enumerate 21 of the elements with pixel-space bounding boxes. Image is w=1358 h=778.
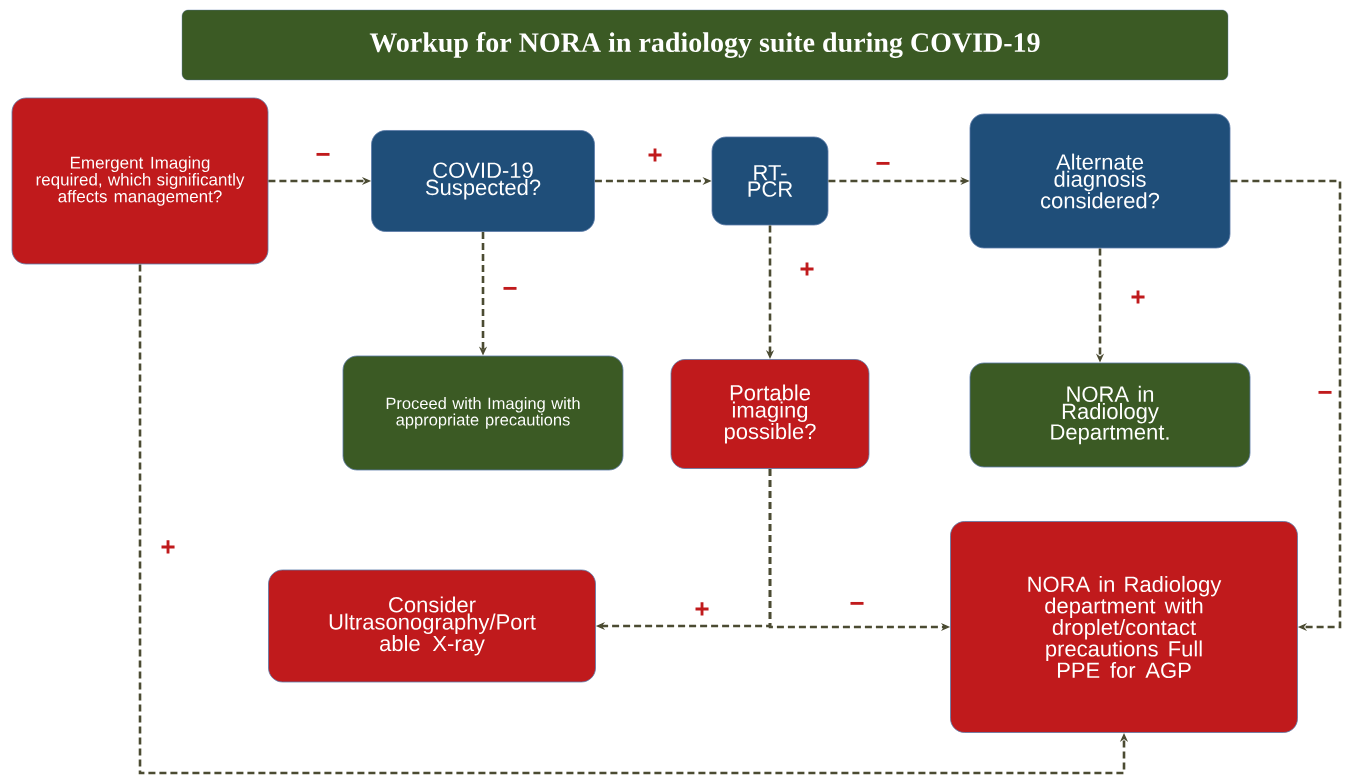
edge-label: − — [503, 286, 517, 290]
process-box: NORA in Radiology Department. — [969, 362, 1251, 468]
edge-label: − — [876, 161, 890, 165]
edge-label: + — [1131, 290, 1145, 304]
edge-label: − — [316, 152, 330, 156]
process-box: Proceed with Imaging with appropriate precautions — [342, 355, 624, 471]
process-box: Alternate diagnosis considered? — [969, 113, 1231, 249]
edge-label: + — [695, 602, 709, 616]
process-box: COVID-19 Suspected? — [371, 130, 595, 232]
process-box: RT- PCR — [711, 136, 829, 226]
process-box: Emergent Imaging required, which significantly affects management? — [11, 97, 269, 265]
title-banner: Workup for NORA in radiology suite during COVID-19 — [181, 9, 1229, 81]
process-box: NORA in Radiology department with droplet/contact precautions Full PPE for AGP — [950, 521, 1298, 733]
arrow — [1230, 179, 1342, 632]
edge-label: − — [850, 601, 864, 605]
edge-label: − — [1318, 390, 1332, 394]
edge-label: + — [800, 262, 814, 276]
edge-label: + — [161, 540, 175, 554]
edge-label: + — [648, 148, 662, 162]
process-box: Portable imaging possible? — [670, 359, 870, 469]
process-box: Consider Ultrasonography/Port able X-ray — [268, 569, 596, 683]
